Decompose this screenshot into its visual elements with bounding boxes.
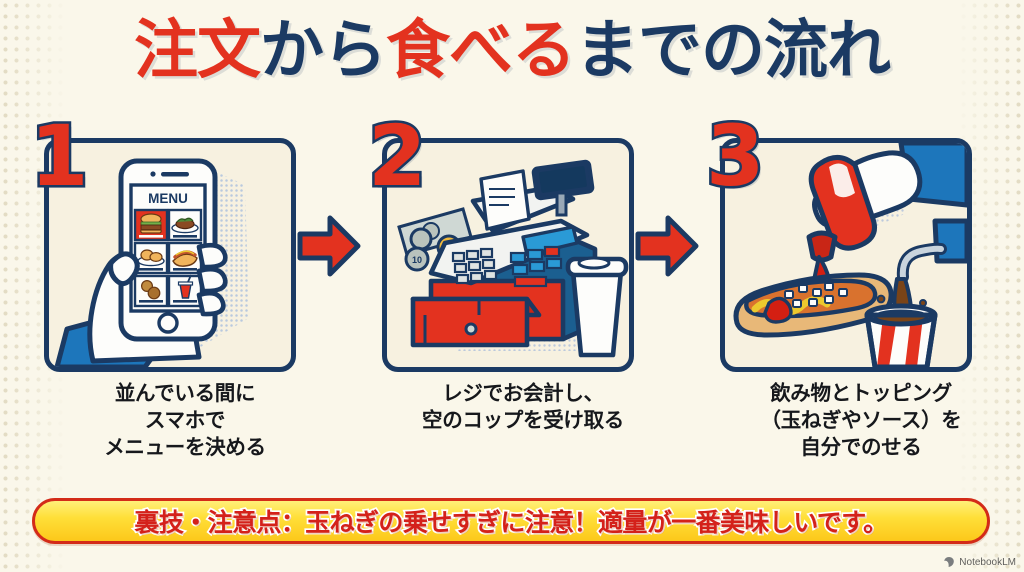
arrow-1: [297, 124, 361, 376]
notebooklm-watermark: NotebookLM: [943, 556, 1016, 568]
step-2: 10 $: [365, 112, 636, 372]
cash-drawer: [410, 296, 542, 348]
steps-row: MENU: [0, 112, 1024, 380]
step-3-number: 3: [703, 107, 766, 205]
empty-cup: [565, 256, 629, 358]
tip-banner: 裏技・注意点：玉ねぎの乗せすぎに注意！適量が一番美味しいです。: [32, 498, 990, 544]
step-1-caption-line-3: メニューを決める: [104, 436, 266, 460]
step-1-caption-line-1: 並んでいる間に: [114, 382, 256, 405]
title-segment-4: までの流れ: [575, 14, 891, 86]
step-2-caption: レジでお会計し、 空のコップを受け取る: [358, 380, 688, 480]
svg-text:10: 10: [412, 255, 422, 265]
soda-cup: [864, 303, 938, 367]
coin-silver-1: [409, 227, 433, 251]
step-3-panel: [720, 138, 972, 372]
toppings-and-drink-icon: [733, 143, 967, 367]
step-3-caption-line-2: （玉ねぎやソース）を: [760, 409, 962, 433]
step-1-caption-line-2: スマホで: [144, 409, 226, 433]
hot-dog: [733, 272, 894, 338]
step-3-caption: 飲み物とトッピング （玉ねぎやソース）を 自分でのせる: [696, 380, 1024, 480]
register-display: [531, 159, 595, 217]
step-3-caption-line-3: 自分でのせる: [800, 436, 922, 460]
cash-register-icon: 10 $: [397, 159, 629, 358]
title-segment-1: 注文: [134, 14, 261, 86]
step-2-panel: 10 $: [382, 138, 634, 372]
page-title: 注文から食べるまでの流れ: [0, 14, 1024, 86]
step-2-caption-line-2: 空のコップを受け取る: [422, 409, 624, 433]
step-2-number: 2: [365, 107, 428, 205]
step-2-caption-line-1: レジでお会計し、: [442, 382, 604, 405]
step-1: MENU: [27, 112, 298, 372]
step-3-caption-line-1: 飲み物とトッピング: [770, 382, 952, 405]
title-segment-2: から: [260, 14, 387, 86]
arrow-right-icon: [635, 215, 699, 277]
notebooklm-icon: [944, 557, 955, 567]
step-3-illustration: [725, 143, 967, 367]
phone-menu-header: MENU: [148, 191, 188, 206]
step-2-illustration: 10 $: [387, 143, 629, 367]
step-1-caption: 並んでいる間に スマホで メニューを決める: [20, 380, 350, 480]
step-1-number: 1: [27, 107, 90, 205]
soda-fountain-nozzle: [896, 218, 967, 283]
step-3: 3: [703, 112, 974, 372]
notebooklm-label: NotebookLM: [959, 556, 1016, 568]
arrow-2: [635, 124, 699, 376]
arrow-right-icon: [297, 215, 361, 277]
captions-row: 並んでいる間に スマホで メニューを決める レジでお会計し、 空のコップを受け取…: [0, 380, 1024, 480]
coin-silver-2: [404, 246, 430, 272]
tip-banner-text: 裏技・注意点：玉ねぎの乗せすぎに注意！適量が一番美味しいです。: [133, 507, 890, 538]
title-segment-3: 食べる: [386, 14, 576, 86]
